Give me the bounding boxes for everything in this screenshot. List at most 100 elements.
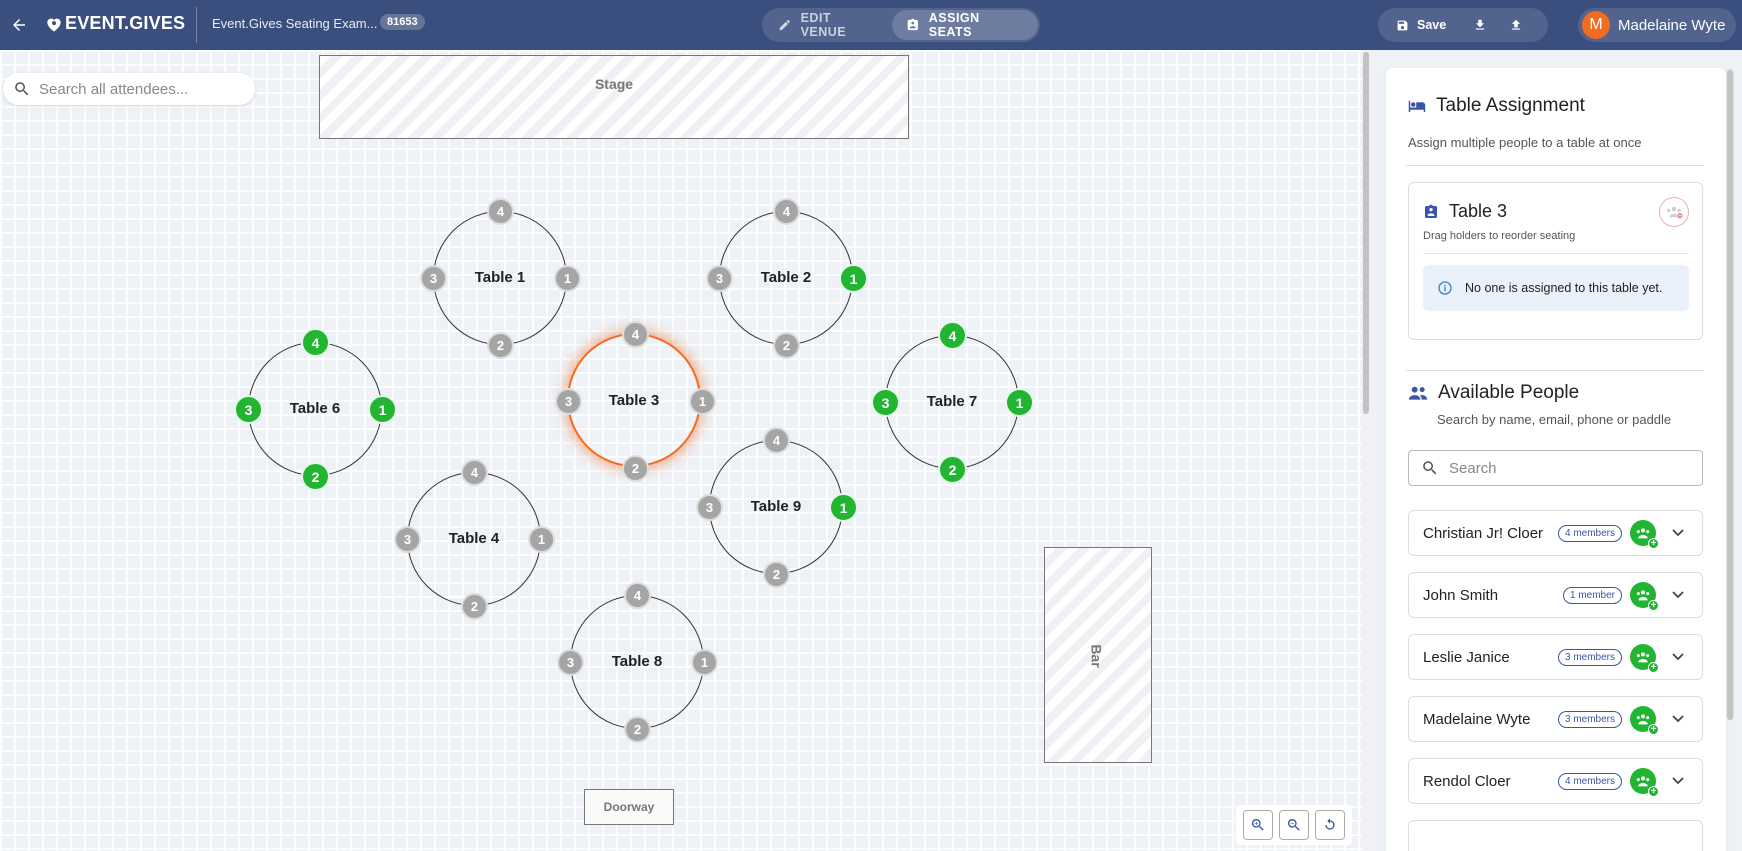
attendee-search[interactable] xyxy=(3,73,255,105)
seat-right[interactable]: 1 xyxy=(689,388,716,415)
canvas-scrollbar[interactable] xyxy=(1362,50,1370,851)
seat-bottom[interactable]: 2 xyxy=(763,561,790,588)
seat-top[interactable]: 4 xyxy=(301,328,330,357)
seat-left[interactable]: 3 xyxy=(871,388,900,417)
seat-top[interactable]: 4 xyxy=(624,582,651,609)
event-id-badge: 81653 xyxy=(380,14,425,30)
table-label: Table 3 xyxy=(608,392,660,409)
seat-right[interactable]: 1 xyxy=(1005,388,1034,417)
download-icon[interactable] xyxy=(1462,18,1498,32)
logo-text: EVENT.GIVES xyxy=(65,13,186,33)
list-item[interactable] xyxy=(1408,820,1703,851)
attendee-search-input[interactable] xyxy=(39,80,239,98)
zoom-out-icon[interactable] xyxy=(1279,810,1309,840)
section-divider xyxy=(1406,370,1704,371)
chevron-down-icon[interactable] xyxy=(1668,777,1688,785)
seat-right[interactable]: 1 xyxy=(839,264,868,293)
save-label: Save xyxy=(1417,18,1447,32)
bar-zone[interactable]: Bar xyxy=(1044,547,1152,763)
table-6[interactable]: Table 4 4 1 2 3 xyxy=(394,459,555,620)
stage-zone[interactable]: Stage xyxy=(319,55,909,139)
seat-top[interactable]: 4 xyxy=(938,321,967,350)
seat-right[interactable]: 1 xyxy=(691,649,718,676)
seat-bottom[interactable]: 2 xyxy=(622,455,649,482)
assign-group-icon[interactable]: + xyxy=(1630,520,1659,549)
user-menu[interactable]: M Madelaine Wyte xyxy=(1578,8,1736,42)
chevron-down-icon[interactable] xyxy=(1668,653,1688,661)
people-search[interactable] xyxy=(1408,450,1703,486)
member-count-badge: 4 members xyxy=(1557,524,1622,542)
doorway-zone[interactable]: Doorway xyxy=(584,789,674,825)
seat-bottom[interactable]: 2 xyxy=(301,462,330,491)
assign-group-icon[interactable]: + xyxy=(1630,582,1659,611)
panel-scrollbar-thumb[interactable] xyxy=(1727,70,1733,720)
brand-logo[interactable]: EVENT.GIVES xyxy=(44,13,185,34)
seat-bottom[interactable]: 2 xyxy=(461,593,488,620)
assign-group-icon[interactable]: + xyxy=(1630,706,1659,735)
seating-canvas[interactable] xyxy=(0,50,1370,851)
plus-icon: + xyxy=(1648,724,1659,735)
save-button[interactable]: Save xyxy=(1378,18,1462,32)
seat-top[interactable]: 4 xyxy=(461,459,488,486)
seat-right[interactable]: 1 xyxy=(528,526,555,553)
remove-group-icon[interactable] xyxy=(1659,197,1689,227)
reset-icon[interactable] xyxy=(1315,810,1345,840)
event-name[interactable]: Event.Gives Seating Exam... xyxy=(212,16,378,31)
seat-left[interactable]: 3 xyxy=(555,388,582,415)
table-4[interactable]: Table 3 4 1 2 3 xyxy=(555,321,716,482)
seat-top[interactable]: 4 xyxy=(773,198,800,225)
chevron-down-icon[interactable] xyxy=(1668,715,1688,723)
heart-logo-icon xyxy=(47,18,61,31)
assign-group-icon[interactable]: + xyxy=(1630,644,1659,673)
member-count-badge: 3 members xyxy=(1557,648,1622,666)
seat-left[interactable]: 3 xyxy=(696,494,723,521)
people-search-input[interactable] xyxy=(1449,459,1689,477)
panel-scrollbar[interactable] xyxy=(1726,68,1734,720)
save-toolbar: Save xyxy=(1378,8,1548,42)
chevron-down-icon[interactable] xyxy=(1668,529,1688,537)
avatar: M xyxy=(1582,11,1610,39)
assign-seats-button[interactable]: ASSIGN SEATS xyxy=(892,10,1038,40)
back-arrow-icon[interactable] xyxy=(6,12,32,38)
plus-icon: + xyxy=(1648,538,1659,549)
seat-bottom[interactable]: 2 xyxy=(487,332,514,359)
seat-left[interactable]: 3 xyxy=(706,265,733,292)
assign-group-icon[interactable]: + xyxy=(1630,768,1659,797)
seat-right[interactable]: 1 xyxy=(829,493,858,522)
zoom-controls xyxy=(1236,805,1352,845)
upload-icon[interactable] xyxy=(1498,18,1534,32)
seat-right[interactable]: 1 xyxy=(554,265,581,292)
table-label: Table 7 xyxy=(926,393,978,410)
edit-venue-button[interactable]: EDIT VENUE xyxy=(764,10,892,40)
seat-top[interactable]: 4 xyxy=(763,427,790,454)
seat-bottom[interactable]: 2 xyxy=(938,455,967,484)
available-people-title-text: Available People xyxy=(1438,382,1580,403)
seat-bottom[interactable]: 2 xyxy=(773,332,800,359)
table-5[interactable]: Table 7 4 1 2 3 xyxy=(871,321,1034,484)
canvas-scrollbar-thumb[interactable] xyxy=(1363,52,1369,414)
seat-right[interactable]: 1 xyxy=(368,395,397,424)
seat-top[interactable]: 4 xyxy=(622,321,649,348)
plus-icon: + xyxy=(1648,662,1659,673)
zoom-in-icon[interactable] xyxy=(1243,810,1273,840)
seat-left[interactable]: 3 xyxy=(557,649,584,676)
plus-icon: + xyxy=(1648,600,1659,611)
seat-top[interactable]: 4 xyxy=(487,198,514,225)
table-label: Table 4 xyxy=(448,530,500,547)
selected-table-subtitle: Drag holders to reorder seating xyxy=(1423,230,1576,242)
seat-bottom[interactable]: 2 xyxy=(624,716,651,743)
seat-left[interactable]: 3 xyxy=(234,395,263,424)
seat-left[interactable]: 3 xyxy=(394,526,421,553)
chevron-down-icon[interactable] xyxy=(1668,591,1688,599)
seat-left[interactable]: 3 xyxy=(420,265,447,292)
